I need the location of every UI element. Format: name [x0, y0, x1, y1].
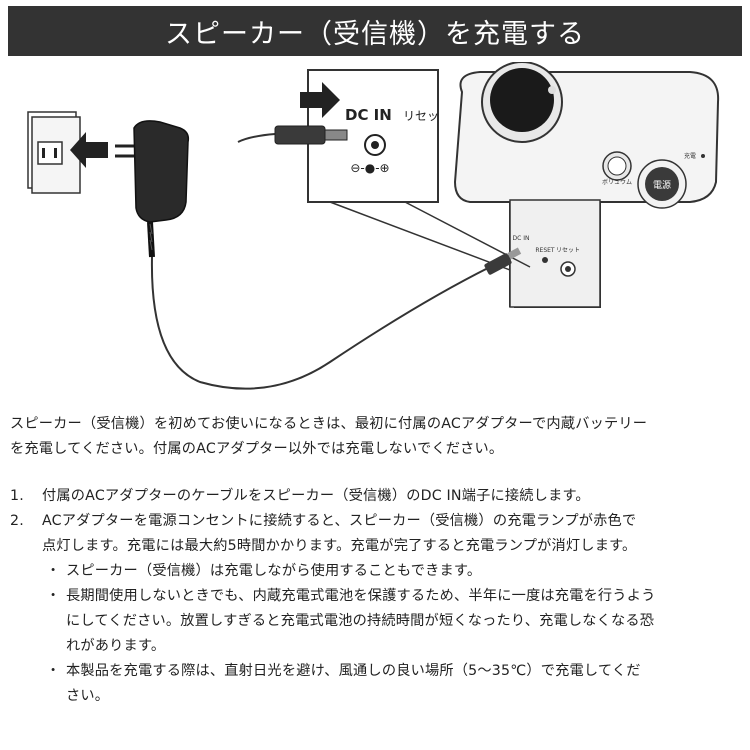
step-text: ACアダプターを電源コンセントに接続すると、スピーカー（受信機）の充電ランプが赤…	[42, 513, 637, 529]
adapter-cable	[150, 256, 491, 390]
rear-port-label-reset: RESET	[535, 247, 555, 254]
ac-adapter-icon	[115, 120, 190, 258]
step-text: 点灯します。充電には最大約5時間かかります。充電が完了すると充電ランプが消灯しま…	[42, 538, 637, 554]
cable-plug-speaker	[484, 247, 522, 275]
note-text: 本製品を充電する際は、直射日光を避け、風通しの良い場所（5～35℃）で充電してく…	[66, 663, 641, 679]
note-bullet: ・	[46, 563, 61, 579]
rear-port-label-dcin: DC IN	[513, 235, 530, 242]
small-button-label: ボリュウム	[602, 178, 632, 186]
charging-illustration: 電源 ボリュウム 充電 DC IN RESET リセット DC IN リセッ ⊖…	[27, 62, 720, 390]
dc-plug-icon	[237, 82, 348, 145]
polarity-symbol: ⊖-●-⊕	[350, 161, 389, 175]
note-bullet: ・	[46, 588, 61, 604]
callout-dc-in-label: DC IN	[345, 106, 392, 124]
intro-paragraph: スピーカー（受信機）を初めてお使いになるときは、最初に付属のACアダプターで内蔵…	[10, 412, 745, 462]
intro-line: を充電してください。付属のACアダプター以外では充電しないでください。	[10, 441, 504, 457]
power-button-label: 電源	[653, 180, 671, 191]
note-text: 長期間使用しないときでも、内蔵充電式電池を保護するため、半年に一度は充電を行うよ…	[66, 588, 656, 604]
step-item: 1. 付属のACアダプターのケーブルをスピーカー（受信機）のDC IN端子に接続…	[10, 484, 745, 509]
note-item: ・ スピーカー（受信機）は充電しながら使用することもできます。	[10, 559, 745, 584]
arrow-left-icon	[70, 132, 108, 168]
step-number: 2.	[10, 513, 24, 529]
note-text: スピーカー（受信機）は充電しながら使用することもできます。	[66, 563, 482, 579]
page-title-bar: スピーカー（受信機）を充電する	[8, 6, 742, 56]
note-item: ・ 長期間使用しないときでも、内蔵充電式電池を保護するため、半年に一度は充電を行…	[10, 584, 745, 659]
note-bullet: ・	[46, 663, 61, 679]
rear-port-label-reset-jp: リセット	[556, 247, 580, 254]
step-item: 2. ACアダプターを電源コンセントに接続すると、スピーカー（受信機）の充電ラン…	[10, 509, 745, 559]
step-number: 1.	[10, 488, 24, 504]
callout-reset-label: リセッ	[403, 109, 439, 123]
instruction-steps: 1. 付属のACアダプターのケーブルをスピーカー（受信機）のDC IN端子に接続…	[10, 484, 745, 709]
note-text: にしてください。放置しすぎると充電式電池の持続時間が短くなったり、充電しなくなる…	[66, 613, 655, 629]
note-text: さい。	[66, 688, 110, 704]
lamp-label: 充電	[684, 152, 696, 160]
arrow-right-icon	[300, 82, 340, 118]
note-text: れがあります。	[66, 638, 166, 654]
wall-outlet-icon	[27, 111, 81, 194]
intro-line: スピーカー（受信機）を初めてお使いになるときは、最初に付属のACアダプターで内蔵…	[10, 416, 648, 432]
note-item: ・ 本製品を充電する際は、直射日光を避け、風通しの良い場所（5～35℃）で充電し…	[10, 659, 745, 709]
page-title: スピーカー（受信機）を充電する	[165, 18, 585, 50]
step-text: 付属のACアダプターのケーブルをスピーカー（受信機）のDC IN端子に接続します…	[42, 488, 590, 504]
speaker-unit-icon: 電源 ボリュウム 充電 DC IN RESET リセット	[453, 62, 720, 308]
